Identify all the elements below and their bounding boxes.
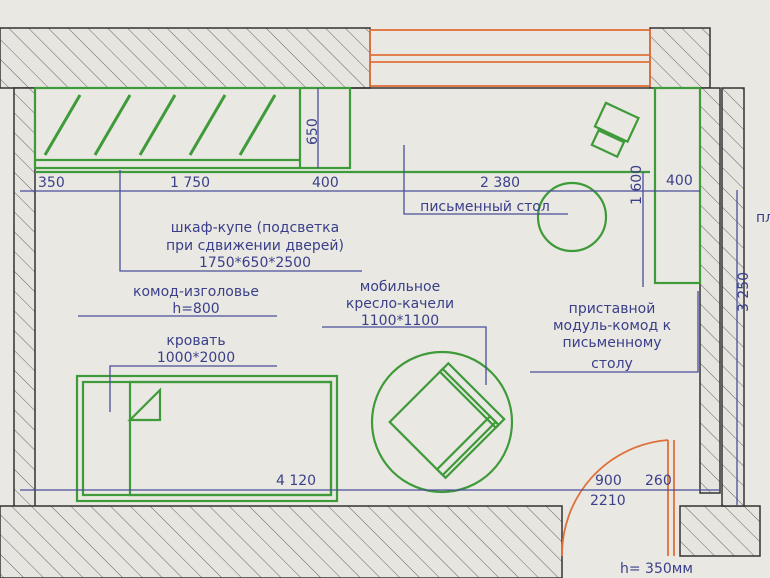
chair-label-2: кресло-качели xyxy=(346,296,454,312)
bed-label-1: кровать xyxy=(166,333,225,349)
dim-350: 350 xyxy=(38,175,65,191)
module-label-2: модуль-комод к xyxy=(553,318,671,334)
dim-4120: 4 120 xyxy=(276,473,316,489)
laptop xyxy=(590,101,640,159)
bed-label-2: 1000*2000 xyxy=(157,350,235,366)
right-bottom-pier xyxy=(679,505,761,557)
dim-900: 900 xyxy=(595,473,622,489)
dim-1600: 1 600 xyxy=(629,165,645,205)
right-wall-column xyxy=(699,87,721,494)
chair-label-3: 1100*1100 xyxy=(361,313,439,329)
left-wall xyxy=(13,87,36,509)
walls xyxy=(0,27,761,578)
dimension-lines xyxy=(20,88,738,505)
wardrobe-label-2: при сдвижении дверей) xyxy=(166,238,344,254)
dim-400-top: 400 xyxy=(312,175,339,191)
side-module xyxy=(653,86,702,285)
bottom-note: h= 350мм xyxy=(620,561,693,577)
module-label-1: приставной xyxy=(569,301,656,317)
desk-label: письменный стол xyxy=(420,199,550,215)
desk-chair xyxy=(536,181,608,253)
headboard-label-2: h=800 xyxy=(172,301,219,317)
bottom-wall xyxy=(0,505,563,578)
dim-1750: 1 750 xyxy=(170,175,210,191)
dim-2380: 2 380 xyxy=(480,175,520,191)
window xyxy=(369,29,651,87)
far-right-wall xyxy=(721,87,745,507)
right-room-label: пл xyxy=(756,210,770,226)
bed xyxy=(75,374,339,503)
dim-2210: 2210 xyxy=(590,493,626,509)
door xyxy=(561,439,675,557)
dim-650: 650 xyxy=(305,118,321,145)
top-wall xyxy=(0,27,371,89)
module-label-4: столу xyxy=(591,356,633,372)
wardrobe xyxy=(33,86,650,174)
dim-3250: 3 250 xyxy=(736,272,752,312)
dim-400-right: 400 xyxy=(666,173,693,189)
chair-label-1: мобильное xyxy=(360,279,440,295)
wardrobe-label-1: шкаф-купе (подсветка xyxy=(171,220,339,236)
rocking-chair xyxy=(370,350,514,494)
headboard-label-1: комод-изголовье xyxy=(133,284,259,300)
right-wall xyxy=(649,27,711,89)
wardrobe-label-3: 1750*650*2500 xyxy=(199,255,311,271)
module-label-3: письменному xyxy=(562,335,661,351)
dim-260: 260 xyxy=(645,473,672,489)
